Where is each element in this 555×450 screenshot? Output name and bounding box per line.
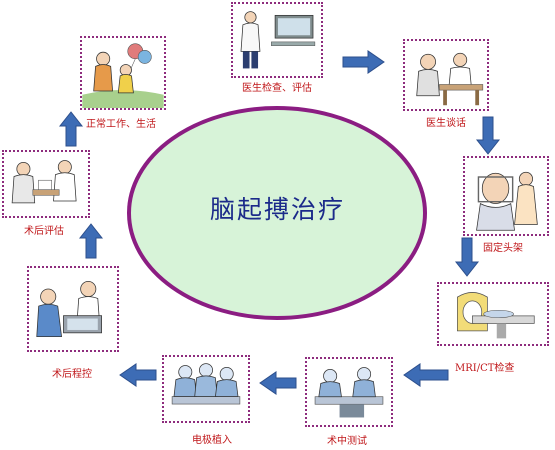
step-label-talk: 医生谈话 — [426, 118, 466, 129]
step-label-mri: MRI/CT检查 — [455, 363, 515, 374]
step-box-programming — [27, 266, 119, 352]
center-title: 脑起搏治疗 — [209, 195, 345, 224]
arrow-down-2 — [454, 237, 480, 277]
step-box-head-frame — [463, 156, 549, 236]
step-label-electrode: 电极植入 — [192, 435, 232, 446]
intraop-testing-illustration — [314, 367, 384, 418]
step-label-intraop: 术中测试 — [327, 436, 367, 447]
step-box-normal-life — [80, 36, 166, 110]
electrode-implant-illustration — [171, 363, 241, 405]
step-box-talk — [403, 39, 489, 111]
evaluation-illustration — [11, 160, 77, 204]
center-ellipse — [127, 106, 427, 320]
normal-life-illustration — [82, 43, 164, 108]
mri-scanner-illustration — [457, 292, 535, 339]
arrow-right-1 — [342, 50, 385, 74]
step-box-evaluation — [2, 150, 90, 218]
doctor-exam-illustration — [240, 11, 316, 69]
step-box-exam — [231, 2, 323, 78]
arrow-up-1 — [78, 223, 104, 259]
arrow-down-1 — [475, 116, 501, 155]
arrow-left-1 — [403, 363, 449, 387]
step-label-exam: 医生检查、评估 — [242, 83, 312, 94]
step-box-mri — [437, 282, 549, 346]
step-label-evaluation: 术后评估 — [24, 226, 64, 237]
step-label-programming: 术后程控 — [52, 369, 92, 380]
arrow-left-3 — [119, 363, 157, 387]
head-frame-illustration — [476, 171, 538, 231]
arrow-up-2 — [58, 111, 84, 147]
step-label-normal-life: 正常工作、生活 — [86, 119, 156, 130]
doctor-talk-illustration — [416, 52, 484, 106]
programming-illustration — [36, 280, 102, 338]
step-label-head-frame: 固定头架 — [483, 243, 523, 254]
step-box-intraop — [305, 357, 393, 427]
step-box-electrode — [162, 355, 250, 423]
arrow-left-2 — [259, 371, 297, 395]
